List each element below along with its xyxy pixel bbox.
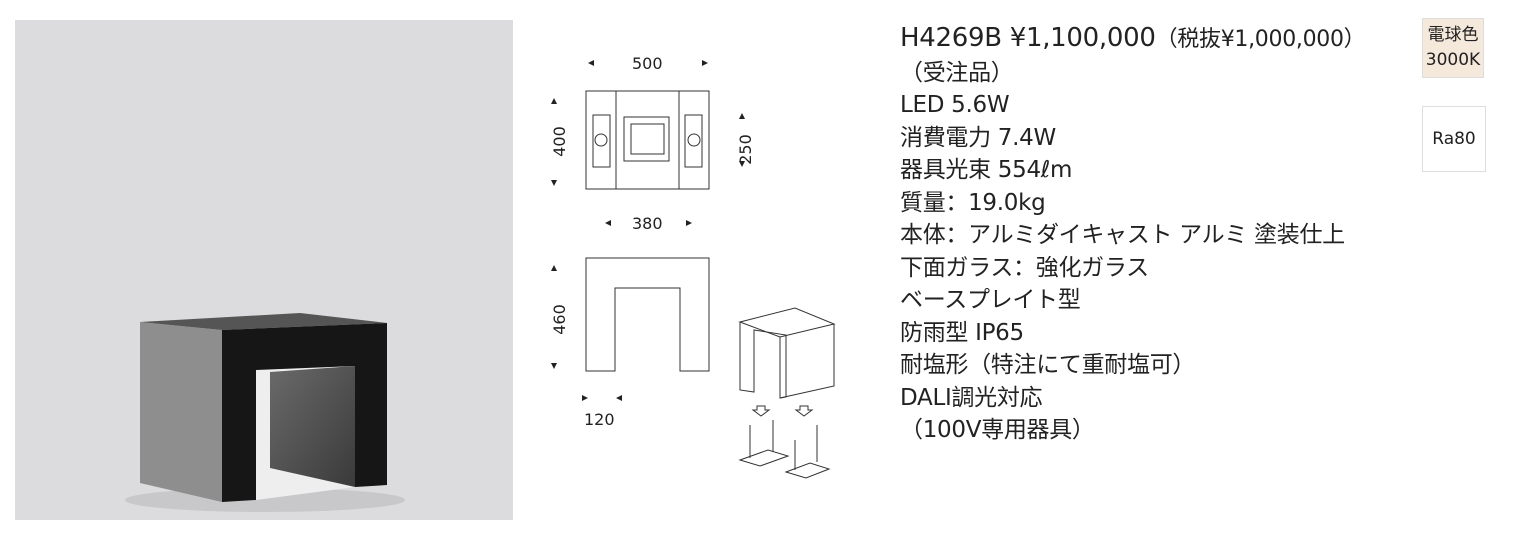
spec-item: DALI調光対応 [900, 384, 1043, 411]
dim-width: 500 [632, 54, 663, 73]
model-number: H4269B [900, 23, 1002, 53]
spec-item: LED 5.6W [900, 92, 1010, 118]
dim-leg: 120 [584, 410, 615, 429]
spec-item: 質量：19.0kg [900, 189, 1046, 216]
spec-item: （100V専用器具） [900, 417, 1095, 443]
spec-item: 本体：アルミダイキャスト アルミ 塗装仕上 [900, 222, 1345, 248]
color-temp: 3000K [1425, 50, 1481, 70]
dim-depth: 400 [549, 126, 569, 157]
product-photo [15, 20, 513, 520]
spec-item: 防雨型 IP65 [900, 319, 1024, 346]
color-name: 電球色 [1427, 25, 1479, 45]
order-note: （受注品） [900, 59, 1014, 86]
spec-item: 消費電力 7.4W [900, 124, 1056, 151]
dim-inner-width: 380 [632, 214, 663, 233]
spec-item: 耐塩形（特注にて重耐塩可） [900, 352, 1196, 378]
price-ex-tax: （税抜¥1,000,000） [1155, 27, 1366, 52]
technical-drawing [551, 60, 836, 479]
spec-item: 下面ガラス：強化ガラス [900, 254, 1149, 281]
spec-list: H4269B ¥1,100,000（税抜¥1,000,000） （受注品） LE… [900, 22, 1366, 447]
cri-badge: Ra80 [1422, 106, 1486, 172]
spec-item: 器具光束 554ℓm [900, 157, 1073, 183]
title-line: H4269B ¥1,100,000（税抜¥1,000,000） [900, 22, 1366, 57]
dim-height: 460 [549, 304, 569, 335]
spec-item: ベースプレイト型 [900, 287, 1081, 313]
dim-glass: 250 [735, 134, 755, 165]
product-render [125, 313, 405, 512]
color-temperature-badge: 電球色 3000K [1422, 18, 1484, 78]
price: ¥1,100,000 [1009, 23, 1156, 53]
